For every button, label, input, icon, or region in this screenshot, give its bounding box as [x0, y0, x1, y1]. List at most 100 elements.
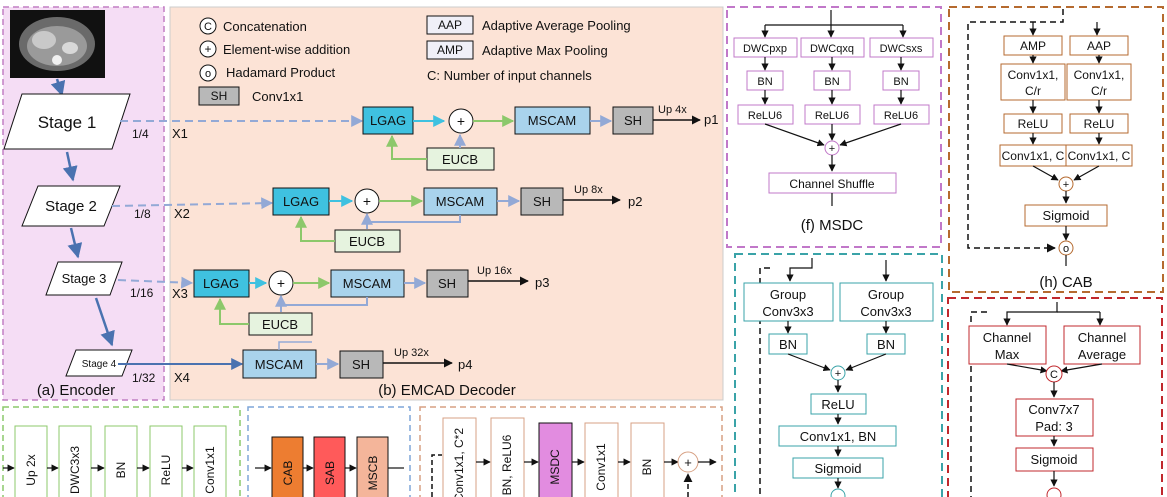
stage-3-label: Stage 3	[62, 271, 107, 286]
mscb-add-sign: +	[684, 455, 692, 470]
group-conv-block-2	[839, 282, 934, 322]
feature-x4: X4	[174, 370, 190, 385]
cab-add-sign: +	[1063, 179, 1069, 191]
lgag-sigmoid-label: Sigmoid	[815, 461, 862, 476]
eucb-up2x-block	[14, 425, 48, 497]
add-sign-1: +	[457, 113, 465, 129]
eucb-bn-block	[104, 425, 138, 497]
lgag-bn-label-1: BN	[779, 337, 797, 352]
mscb-bn-relu6-label: BN, ReLU6	[500, 434, 514, 495]
mscam-block-3	[330, 269, 405, 298]
eucb-dwc3x3-block	[58, 425, 92, 497]
channel-max-label-b: Max	[995, 347, 1020, 362]
stage-4-label: Stage 4	[82, 359, 117, 370]
lgag-block-1	[362, 106, 414, 135]
legend-adaptive-max-pooling: Adaptive Max Pooling	[482, 43, 608, 58]
mscb-block-label: MSCB	[366, 456, 380, 491]
group-conv-label-2b: Conv3x3	[860, 304, 911, 319]
decoder-caption: (b) EMCAD Decoder	[378, 382, 516, 399]
msdc-relu6-label-3: ReLU6	[884, 110, 918, 122]
cab-relu-label-2: ReLU	[1084, 117, 1115, 131]
dwc-q-label: DWCqxq	[810, 43, 854, 55]
msdc-bn-label-3: BN	[893, 76, 908, 88]
output-p1: p1	[704, 112, 718, 127]
legend-channels-note: C: Number of input channels	[427, 68, 592, 83]
scale-1: 1/4	[132, 127, 149, 141]
output-p4: p4	[458, 357, 472, 372]
legend-concatenation: Concatenation	[223, 19, 307, 34]
sh-label-2: SH	[533, 194, 551, 209]
sh-label-3: SH	[438, 276, 456, 291]
upsample-label-2: Up 8x	[574, 184, 603, 196]
scale-2: 1/8	[134, 207, 151, 221]
mscam-block-1	[514, 106, 591, 135]
decoder-panel: C Concatenation + Element-wise addition …	[111, 6, 724, 401]
mscam-label-4: MSCAM	[255, 357, 303, 372]
eucb-relu-block	[149, 425, 183, 497]
channel-average-label-a: Channel	[1078, 330, 1127, 345]
upsample-label-3: Up 16x	[477, 265, 512, 277]
concat-symbol: C	[204, 21, 212, 33]
encoder-panel: Stage 1 Stage 2 Stage 3 Stage 4 1/4 1/8 …	[2, 6, 165, 401]
eucb-up2x-label: Up 2x	[24, 454, 38, 485]
legend: C Concatenation + Element-wise addition …	[198, 15, 631, 106]
sh-block-4	[339, 350, 384, 379]
feature-x3: X3	[172, 286, 188, 301]
msdc-bn-label-2: BN	[824, 76, 839, 88]
eucb-bn-label: BN	[114, 462, 128, 479]
msdc-relu6-3	[873, 104, 930, 125]
cab-amp-label: AMP	[1020, 39, 1046, 53]
mscb-conv-expand-block	[442, 417, 477, 497]
lgag-conv-bn-label: Conv1x1, BN	[800, 429, 877, 444]
cab-aap-label: AAP	[1087, 39, 1111, 53]
cab-conv-r-label-2b: C/r	[1091, 84, 1107, 98]
lgag-relu-label: ReLU	[821, 397, 854, 412]
eucb-conv1x1-block	[193, 425, 227, 497]
lgag-label-3: LGAG	[203, 276, 239, 291]
cab-panel: AMP AAP Conv1x1, C/r Conv1x1, C/r ReLU R…	[948, 6, 1164, 293]
mscb-conv-expand-label: Conv1x1, C*2	[452, 428, 466, 497]
cab-conv-r-label-2a: Conv1x1,	[1074, 68, 1125, 82]
group-conv-label-2a: Group	[868, 287, 904, 302]
sab-hadamard-node	[1046, 487, 1062, 497]
eucb-dwc3x3-label: DWC3x3	[68, 446, 82, 494]
cab-conv-r-block-2	[1066, 63, 1132, 101]
cab-conv-r-label-1a: Conv1x1,	[1008, 68, 1059, 82]
msdc-panel: DWCpxp DWCqxq DWCsxs BN BN BN ReLU6 ReLU…	[726, 6, 942, 248]
mscb-bn-relu6-block	[490, 417, 525, 497]
upsample-label-4: Up 32x	[394, 347, 429, 359]
scale-4: 1/32	[132, 371, 156, 385]
mscb-bn-block	[630, 422, 665, 497]
eucb-label-2: EUCB	[349, 234, 385, 249]
sh-symbol: SH	[211, 89, 228, 103]
legend-hadamard-product: Hadamard Product	[226, 65, 335, 80]
output-p3: p3	[535, 275, 549, 290]
channel-max-label-a: Channel	[983, 330, 1032, 345]
mscam-detail-panel: CAB SAB MSCB	[247, 406, 411, 497]
mscb-conv1x1-label: Conv1x1	[594, 443, 608, 491]
add-sign-2: +	[363, 193, 371, 209]
cab-conv-r-block-1	[1000, 63, 1066, 101]
sh-label-4: SH	[352, 357, 370, 372]
sh-block-2	[520, 187, 564, 216]
lgag-label-2: LGAG	[283, 194, 319, 209]
sh-block-3	[426, 269, 469, 298]
eucb-detail-panel: Up 2x DWC3x3 BN ReLU Conv1x1	[2, 406, 241, 497]
output-p2: p2	[628, 194, 642, 209]
eucb-label-3: EUCB	[262, 317, 298, 332]
eucb-conv1x1-label: Conv1x1	[203, 446, 217, 494]
lgag-bn-label-2: BN	[877, 337, 895, 352]
upsample-label-1: Up 4x	[658, 104, 687, 116]
lgag-hadamard-node	[830, 488, 846, 497]
sab-block-label: SAB	[323, 461, 337, 485]
group-conv-block-1	[743, 282, 834, 322]
ct-scan-image	[10, 10, 105, 78]
sab-conv7-label-a: Conv7x7	[1028, 402, 1079, 417]
cab-block-label: CAB	[281, 461, 295, 486]
legend-element-wise-addition: Element-wise addition	[223, 42, 350, 57]
cab-sigmoid-label: Sigmoid	[1043, 208, 1090, 223]
sab-panel: Channel Max Channel Average C Conv7x7 Pa…	[947, 297, 1163, 497]
sab-concat-sign: C	[1050, 369, 1058, 381]
mscb-msdc-block	[538, 422, 573, 497]
